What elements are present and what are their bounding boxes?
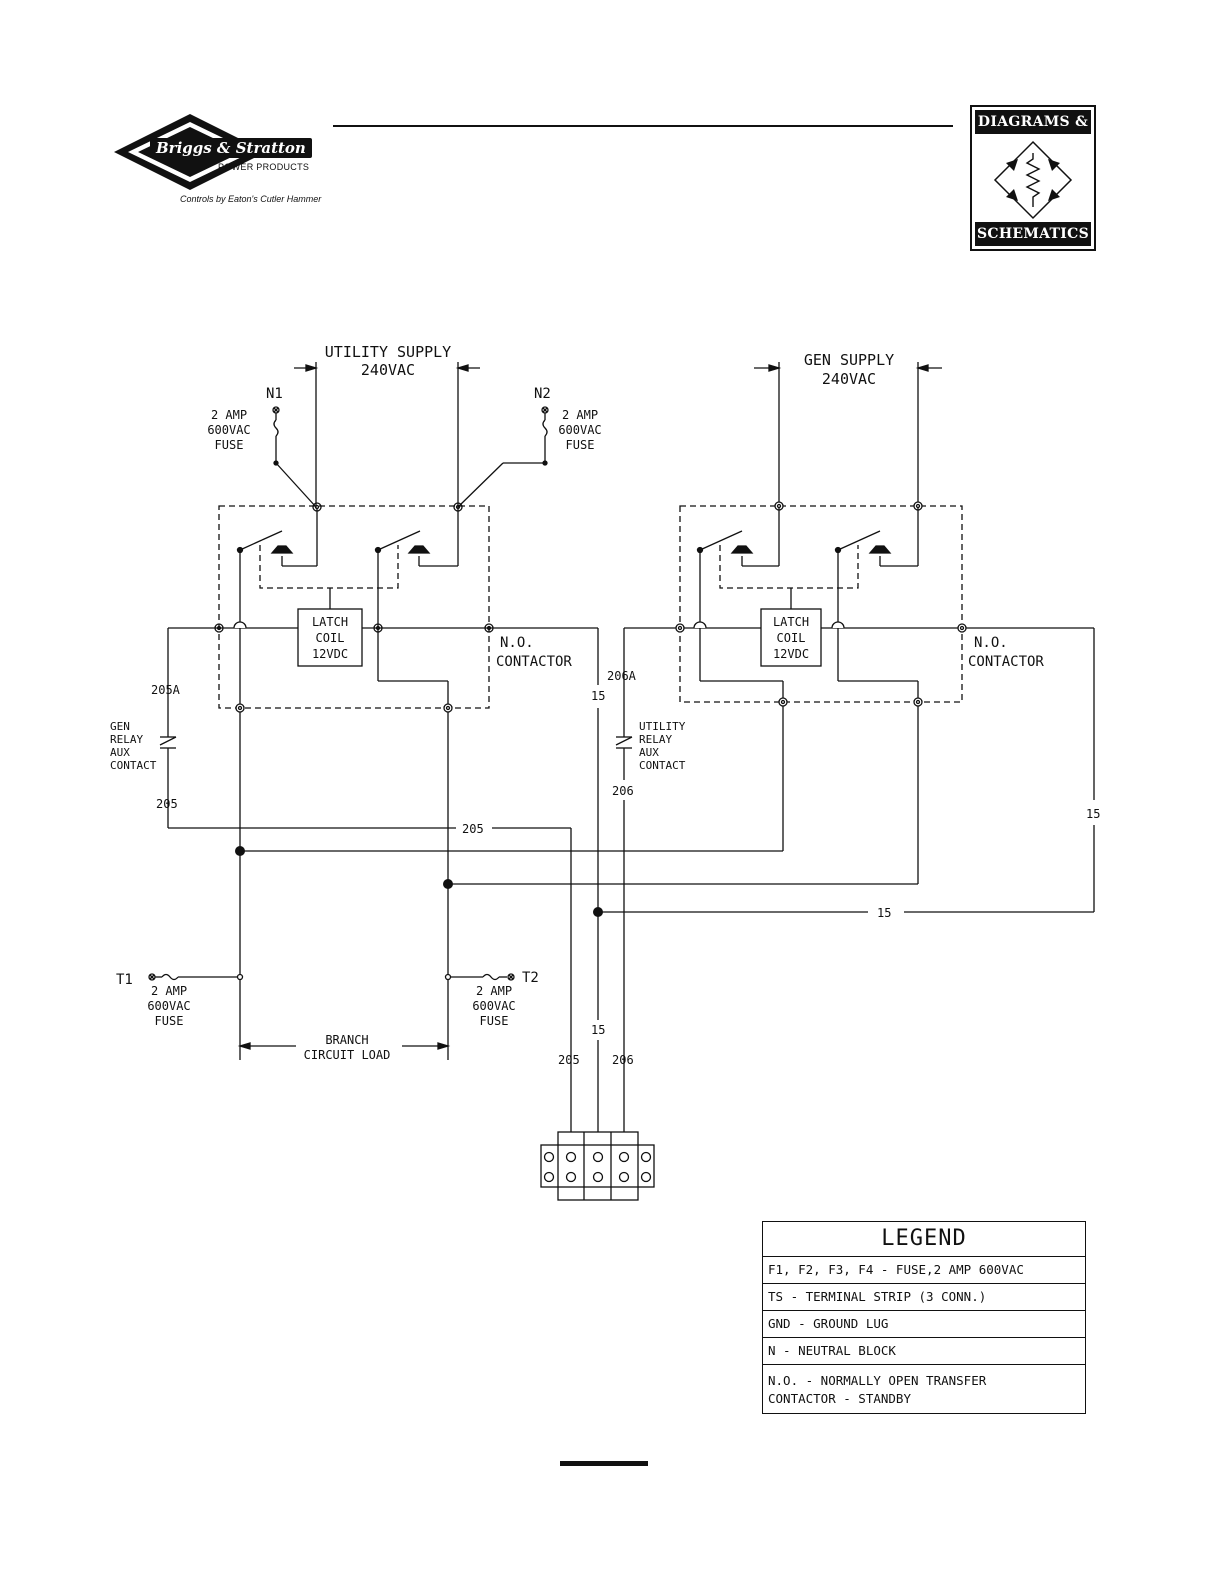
util-aux-line3: AUX — [639, 746, 659, 759]
gen-arrow-right-icon — [915, 364, 929, 372]
legend-title: LEGEND — [763, 1222, 1085, 1257]
t1-fuse-amp: 2 AMP — [151, 984, 187, 998]
n1-label: N1 — [266, 386, 283, 402]
utility-coil-line3: 12VDC — [312, 647, 348, 661]
utility-coil-line1: LATCH — [312, 615, 348, 629]
n1-fuse-volt: 600VAC — [207, 423, 250, 437]
t1-label: T1 — [116, 972, 133, 988]
wire-205-bottom-label: 205 — [558, 1053, 580, 1067]
legend-row-fuse: F1, F2, F3, F4 - FUSE,2 AMP 600VAC — [763, 1257, 1085, 1284]
briggs-stratton-logo: Briggs & Stratton POWER PRODUCTS Control… — [110, 110, 340, 210]
gen-aux-line4: CONTACT — [110, 759, 157, 772]
utility-arrow-right-icon — [455, 364, 469, 372]
wire-205-label: 205 — [156, 797, 178, 811]
load-label-line1: BRANCH — [325, 1033, 368, 1047]
n1-fuse-amp: 2 AMP — [211, 408, 247, 422]
t2-fuse — [448, 973, 515, 981]
utility-supply-label: UTILITY SUPPLY — [325, 343, 451, 361]
utility-supply-arrows — [294, 362, 480, 508]
gen-contactor-label1: N.O. — [974, 635, 1008, 651]
gen-contactor-label2: CONTACTOR — [968, 654, 1044, 670]
wire-15-right-label: 15 — [1086, 807, 1100, 821]
utility-contactor-label1: N.O. — [500, 635, 534, 651]
wire-15-mid-label: 15 — [877, 906, 891, 920]
gen-switch-left — [699, 507, 784, 851]
page-number-tab — [560, 1461, 648, 1466]
n1-fuse — [272, 406, 317, 508]
gen-supply-label: GEN SUPPLY — [804, 351, 894, 369]
utility-contactor-label2: CONTACTOR — [496, 654, 572, 670]
n2-fuse — [457, 406, 549, 508]
legend-row-terminal-strip: TS - TERMINAL STRIP (3 CONN.) — [763, 1284, 1085, 1311]
t2-fuse-name: FUSE — [480, 1014, 509, 1028]
util-aux-line4: CONTACT — [639, 759, 686, 772]
t2-fuse-volt: 600VAC — [472, 999, 515, 1013]
utility-voltage-label: 240VAC — [361, 361, 415, 379]
t1-fuse-volt: 600VAC — [147, 999, 190, 1013]
gen-coil-line1: LATCH — [773, 615, 809, 629]
utility-latch-coil — [297, 608, 363, 667]
legend-row-contactor: N.O. - NORMALLY OPEN TRANSFER CONTACTOR … — [768, 1373, 987, 1406]
legend-row-ground: GND - GROUND LUG — [763, 1311, 1085, 1338]
gen-aux-line3: AUX — [110, 746, 130, 759]
legend-table: LEGEND F1, F2, F3, F4 - FUSE,2 AMP 600VA… — [762, 1221, 1086, 1414]
utility-switch-right — [377, 508, 459, 1060]
logo-brand-text: Briggs & Stratton — [150, 138, 312, 158]
t1-fuse — [148, 973, 240, 981]
header-rule — [333, 125, 953, 127]
gen-aux-line2: RELAY — [110, 733, 143, 746]
wire-206-label: 206 — [612, 784, 634, 798]
diagrams-schematics-badge: DIAGRAMS & SCHEMATICS — [970, 105, 1096, 251]
gen-arrow-left-icon — [768, 364, 782, 372]
t2-fuse-amp: 2 AMP — [476, 984, 512, 998]
badge-top-label: DIAGRAMS & — [975, 110, 1091, 134]
wire-206a-label: 206A — [607, 669, 637, 683]
legend-row-neutral: N - NEUTRAL BLOCK — [763, 1338, 1085, 1365]
utility-contactor-box — [218, 505, 490, 709]
utility-arrow-left-icon — [305, 364, 319, 372]
util-aux-line2: RELAY — [639, 733, 672, 746]
n2-label: N2 — [534, 386, 551, 402]
wire-15-upper-label: 15 — [591, 689, 605, 703]
wire-15-lower-label: 15 — [591, 1023, 605, 1037]
load-label-line2: CIRCUIT LOAD — [304, 1048, 391, 1062]
gen-contactor-box — [679, 505, 963, 703]
junction-dot — [443, 879, 453, 889]
t2-label: T2 — [522, 970, 539, 986]
gen-switch-right — [837, 507, 919, 884]
bridge-rectifier-icon — [993, 140, 1073, 220]
logo-note: Controls by Eaton's Cutler Hammer — [180, 194, 322, 204]
gen-voltage-label: 240VAC — [822, 370, 876, 388]
badge-bottom-label: SCHEMATICS — [975, 222, 1091, 246]
n1-fuse-name: FUSE — [215, 438, 244, 452]
wire-205a-label: 205A — [151, 683, 181, 697]
gen-aux-line1: GEN — [110, 720, 130, 733]
junction-dot — [235, 846, 245, 856]
gen-coil-line3: 12VDC — [773, 647, 809, 661]
utility-switch-left — [239, 508, 318, 1060]
wire-205-mid-label: 205 — [462, 822, 484, 836]
gen-latch-coil — [760, 608, 822, 667]
gen-coil-line2: COIL — [777, 631, 806, 645]
util-aux-line1: UTILITY — [639, 720, 686, 733]
t1-fuse-name: FUSE — [155, 1014, 184, 1028]
n2-fuse-volt: 600VAC — [558, 423, 601, 437]
wire-206-bottom-label: 206 — [612, 1053, 634, 1067]
n2-fuse-amp: 2 AMP — [562, 408, 598, 422]
terminal-strip — [540, 1131, 655, 1201]
utility-coil-line2: COIL — [316, 631, 345, 645]
logo-subtitle: POWER PRODUCTS — [218, 162, 310, 172]
n2-fuse-name: FUSE — [566, 438, 595, 452]
junction-dot — [593, 907, 603, 917]
